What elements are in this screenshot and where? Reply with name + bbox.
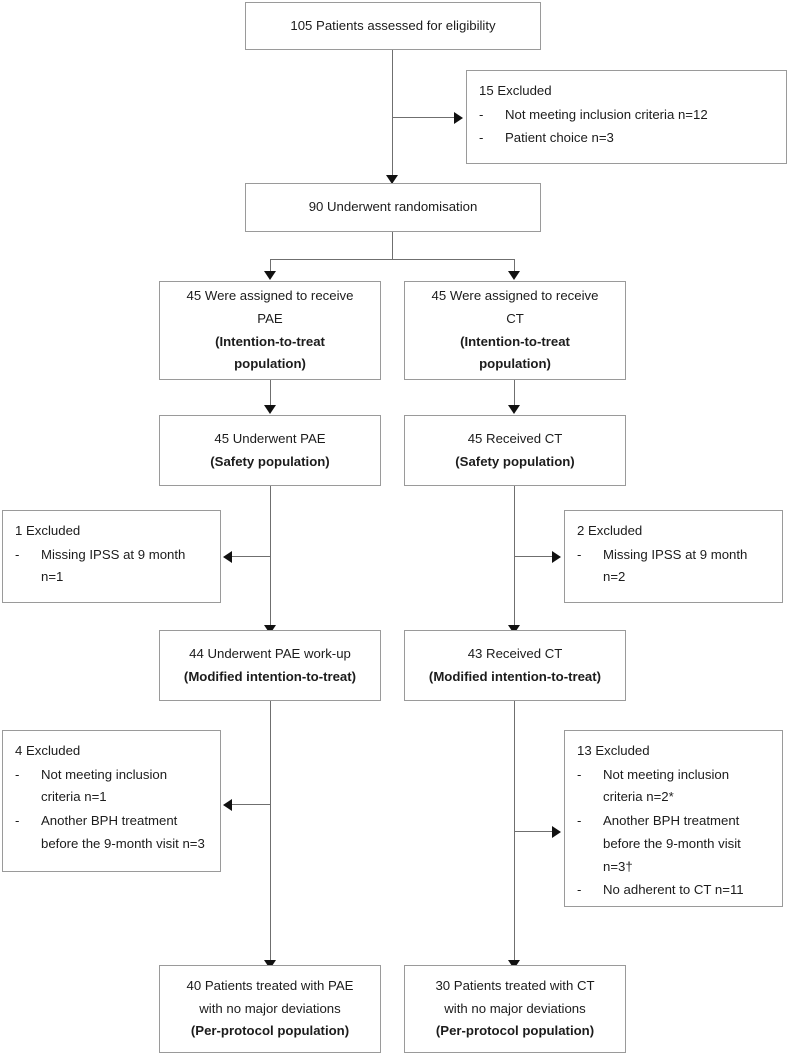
pp-right-line-3: (Per-protocol population) <box>435 1023 595 1039</box>
excluded-pp-left-title: 4 Excluded <box>15 743 81 758</box>
connector-alloc-left-to-safety <box>270 380 271 406</box>
connector-randomised-split <box>270 259 515 260</box>
randomised-line-1: 90 Underwent randomisation <box>308 199 478 215</box>
box-safety-ct: 45 Received CT (Safety population) <box>404 415 626 486</box>
box-allocation-ct: 45 Were assigned to receive CT (Intentio… <box>404 281 626 380</box>
list-item: - Not meeting inclusion criteria n=1 <box>15 764 210 809</box>
safety-right-line-1: 45 Received CT <box>467 430 563 446</box>
alloc-left-line-2: PAE <box>257 310 283 326</box>
list-item: - Another BPH treatment before the 9-mon… <box>577 810 772 878</box>
arrowhead-to-alloc-left <box>264 271 276 280</box>
box-excluded-pp-right: 13 Excluded - Not meeting inclusion crit… <box>564 730 783 907</box>
excluded-mitt-left-title: 1 Excluded <box>15 523 81 538</box>
box-underwent-randomisation: 90 Underwent randomisation <box>245 183 541 232</box>
bullet-dash: - <box>15 766 20 782</box>
bullet-text: Not meeting inclusion criteria n=2* <box>603 766 730 805</box>
list-item: - Not meeting inclusion criteria n=2* <box>577 764 772 809</box>
safety-left-line-1: 45 Underwent PAE <box>214 430 326 446</box>
bullet-text: Another BPH treatment before the 9-month… <box>603 813 741 874</box>
bullet-dash: - <box>479 130 484 146</box>
bullet-dash: - <box>15 546 20 562</box>
arrowhead-to-mitt-left <box>264 625 276 634</box>
pp-right-line-2: with no major deviations <box>444 1000 586 1016</box>
alloc-left-line-1: 45 Were assigned to receive <box>186 288 354 304</box>
pp-left-line-2: with no major deviations <box>199 1000 341 1016</box>
list-item: - Patient choice n=3 <box>479 127 776 150</box>
alloc-right-line-1: 45 Were assigned to receive <box>431 288 599 304</box>
connector-split-right-drop <box>514 259 515 273</box>
list-item: - Missing IPSS at 9 month n=1 <box>15 544 210 589</box>
arrowhead-to-excluded-top <box>454 112 463 124</box>
box-excluded-pp-left: 4 Excluded - Not meeting inclusion crite… <box>2 730 221 872</box>
excluded-pp-right-title: 13 Excluded <box>577 743 650 758</box>
arrowhead-to-pp-right <box>508 960 520 969</box>
list-item: - Not meeting inclusion criteria n=12 <box>479 104 776 127</box>
arrowhead-to-randomised <box>386 175 398 184</box>
alloc-left-line-4: population) <box>234 356 306 372</box>
arrowhead-to-safety-left <box>264 405 276 414</box>
connector-mitt-left-to-excl <box>232 804 270 805</box>
box-safety-pae: 45 Underwent PAE (Safety population) <box>159 415 381 486</box>
bullet-text: Patient choice n=3 <box>505 130 614 146</box>
assessed-line-1: 105 Patients assessed for eligibility <box>290 17 496 33</box>
list-item: - No adherent to CT n=11 <box>577 879 772 902</box>
alloc-left-line-3: (Intention-to-treat <box>215 333 325 349</box>
mitt-left-line-2: (Modified intention-to-treat) <box>183 668 357 684</box>
alloc-right-line-3: (Intention-to-treat <box>460 333 570 349</box>
connector-safety-left-to-excl <box>232 556 270 557</box>
arrowhead-to-excl-pp-right <box>552 826 561 838</box>
excluded-mitt-right-title: 2 Excluded <box>577 523 643 538</box>
arrowhead-to-excl-mitt-left <box>223 551 232 563</box>
list-item: - Missing IPSS at 9 month n=2 <box>577 544 772 589</box>
bullet-text: Not meeting inclusion criteria n=1 <box>41 766 168 805</box>
bullet-dash: - <box>479 106 484 122</box>
bullet-dash: - <box>577 813 582 829</box>
bullet-text: Not meeting inclusion criteria n=12 <box>505 106 708 122</box>
arrowhead-to-mitt-right <box>508 625 520 634</box>
connector-alloc-right-to-safety <box>514 380 515 406</box>
mitt-right-line-2: (Modified intention-to-treat) <box>428 668 602 684</box>
connector-split-left-drop <box>270 259 271 273</box>
box-assessed-for-eligibility: 105 Patients assessed for eligibility <box>245 2 541 50</box>
pp-left-line-1: 40 Patients treated with PAE <box>186 977 354 993</box>
box-excluded-mitt-right: 2 Excluded - Missing IPSS at 9 month n=2 <box>564 510 783 603</box>
alloc-right-line-4: population) <box>479 356 551 372</box>
bullet-dash: - <box>577 766 582 782</box>
connector-safety-left-to-mitt <box>270 486 271 626</box>
safety-right-line-2: (Safety population) <box>455 453 575 469</box>
connector-assessed-to-randomised <box>392 50 393 224</box>
bullet-text: Another BPH treatment before the 9-month… <box>41 813 205 851</box>
alloc-right-line-2: CT <box>506 310 524 326</box>
arrowhead-to-pp-left <box>264 960 276 969</box>
bullet-text: Missing IPSS at 9 month n=1 <box>41 546 186 585</box>
box-per-protocol-pae: 40 Patients treated with PAE with no maj… <box>159 965 381 1053</box>
box-mitt-pae: 44 Underwent PAE work-up (Modified inten… <box>159 630 381 701</box>
safety-left-line-2: (Safety population) <box>210 453 330 469</box>
arrowhead-to-safety-right <box>508 405 520 414</box>
mitt-right-line-1: 43 Received CT <box>467 645 563 661</box>
bullet-dash: - <box>15 813 20 829</box>
connector-mitt-right-to-excl <box>514 831 552 832</box>
box-mitt-ct: 43 Received CT (Modified intention-to-tr… <box>404 630 626 701</box>
connector-assessed-to-excluded <box>392 117 454 118</box>
bullet-text: Missing IPSS at 9 month n=2 <box>603 546 748 585</box>
bullet-dash: - <box>577 546 582 562</box>
connector-safety-right-to-excl <box>514 556 552 557</box>
box-excluded-mitt-left: 1 Excluded - Missing IPSS at 9 month n=1 <box>2 510 221 603</box>
pp-right-line-1: 30 Patients treated with CT <box>435 977 595 993</box>
mitt-left-line-1: 44 Underwent PAE work-up <box>189 645 351 661</box>
bullet-text: No adherent to CT n=11 <box>603 882 744 898</box>
bullet-dash: - <box>577 882 582 898</box>
pp-left-line-3: (Per-protocol population) <box>190 1023 350 1039</box>
excluded-enrollment-title: 15 Excluded <box>479 83 552 98</box>
box-excluded-enrollment: 15 Excluded - Not meeting inclusion crit… <box>466 70 787 164</box>
list-item: - Another BPH treatment before the 9-mon… <box>15 810 210 855</box>
box-per-protocol-ct: 30 Patients treated with CT with no majo… <box>404 965 626 1053</box>
arrowhead-to-excl-pp-left <box>223 799 232 811</box>
box-allocation-pae: 45 Were assigned to receive PAE (Intenti… <box>159 281 381 380</box>
arrowhead-to-excl-mitt-right <box>552 551 561 563</box>
connector-mitt-left-to-pp <box>270 701 271 961</box>
arrowhead-to-alloc-right <box>508 271 520 280</box>
connector-randomised-stem <box>392 232 393 259</box>
